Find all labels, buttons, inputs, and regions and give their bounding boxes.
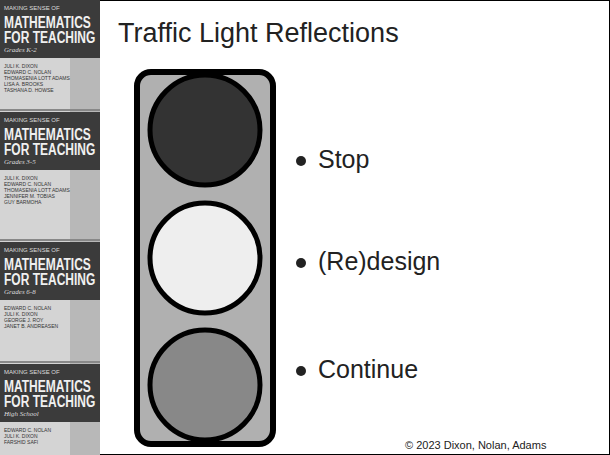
bullet-dot — [296, 156, 306, 166]
cover-title: MATHEMATICS — [4, 127, 91, 143]
cover-author: EDWARD C. NOLAN — [4, 182, 51, 187]
cover-kicker: MAKING SENSE OF — [4, 117, 60, 123]
cover-kicker: MAKING SENSE OF — [4, 5, 60, 11]
book-covers — [0, 0, 100, 455]
cover-divider — [0, 109, 100, 111]
cover-author: JULI K. DIXON — [4, 176, 38, 181]
traffic-light — [137, 72, 273, 444]
cover-grade: Grades 3-5 — [4, 159, 36, 166]
cover-divider — [0, 239, 100, 241]
cover-author: EDWARD C. NOLAN — [4, 70, 51, 75]
cover-author: THOMASENIA LOTT ADAMS — [4, 188, 70, 193]
stop-lamp — [150, 75, 260, 185]
cover-band — [0, 242, 100, 300]
bullet-text: (Re)design — [318, 249, 440, 274]
cover-title: MATHEMATICS — [4, 379, 91, 395]
cover-grade: High School — [4, 411, 39, 418]
cover-band — [0, 112, 100, 170]
cover-grade: Grades K-2 — [4, 47, 37, 54]
cover-author: JULI K. DIXON — [4, 434, 38, 439]
cover-author: GEORGE J. ROY — [4, 318, 43, 323]
cover-author: EDWARD C. NOLAN — [4, 306, 51, 311]
cover-title: FOR TEACHING — [4, 30, 95, 46]
cover-author: FARSHID SAFI — [4, 440, 38, 445]
continue-lamp — [150, 330, 260, 440]
cover-author: JULI K. DIXON — [4, 312, 38, 317]
cover-grade: Grades 6-8 — [4, 289, 36, 296]
cover-title: MATHEMATICS — [4, 257, 91, 273]
cover-author: THOMASENIA LOTT ADAMS — [4, 76, 70, 81]
cover-title: FOR TEACHING — [4, 272, 95, 288]
bullet-dot — [296, 366, 306, 376]
cover-kicker: MAKING SENSE OF — [4, 369, 60, 375]
cover-kicker: MAKING SENSE OF — [4, 247, 60, 253]
cover-texture — [70, 422, 100, 455]
slide-title: Traffic Light Reflections — [118, 20, 399, 47]
cover-author: GUY BARMOHA — [4, 200, 41, 205]
cover-author: TASHANA D. HOWSE — [4, 88, 54, 93]
cover-divider — [0, 361, 100, 363]
cover-band — [0, 364, 100, 422]
cover-title: FOR TEACHING — [4, 142, 95, 158]
cover-author: JULI K. DIXON — [4, 64, 38, 69]
light-housing — [137, 72, 273, 444]
bullet-text: Stop — [318, 147, 369, 172]
cover-author: EDWARD C. NOLAN — [4, 428, 51, 433]
cover-author: JANET B. ANDREASEN — [4, 324, 58, 329]
cover-texture — [70, 300, 100, 364]
bullet-text: Continue — [318, 357, 418, 382]
cover-title: MATHEMATICS — [4, 15, 91, 31]
cover-band — [0, 0, 100, 58]
cover-texture — [70, 170, 100, 242]
cover-author: JENNIFER M. TOBIAS — [4, 194, 55, 199]
cover-author: LISA A. BROOKS — [4, 82, 43, 87]
bullet-dot — [296, 258, 306, 268]
cover-strip — [0, 0, 100, 455]
cover-title: FOR TEACHING — [4, 394, 95, 410]
copyright-note: © 2023 Dixon, Nolan, Adams — [405, 440, 546, 451]
cover-texture — [70, 58, 100, 112]
redesign-lamp — [150, 203, 260, 313]
